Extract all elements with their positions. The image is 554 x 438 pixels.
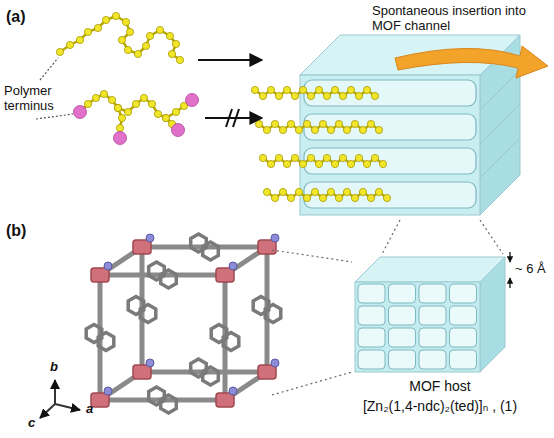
annotation: MOF host <box>340 378 540 394</box>
annotation: Spontaneous insertion into MOF channel <box>372 4 547 34</box>
polymer-chain <box>114 104 127 144</box>
size-arrow <box>509 252 510 288</box>
axes <box>40 380 80 418</box>
panel-label: (a) <box>6 8 26 26</box>
crystal-structure <box>86 234 281 413</box>
annotation: Polymer terminus <box>4 84 74 114</box>
insertion-arrow <box>395 46 548 78</box>
zoom-line <box>272 220 503 395</box>
polymer-chain <box>74 90 199 121</box>
annotation: ~ 6 Å <box>515 262 546 277</box>
axis-label: b <box>50 360 58 375</box>
mof-cube <box>355 257 505 372</box>
blocked-slash <box>226 109 239 127</box>
panel-label: (b) <box>6 222 26 240</box>
polymer-chain <box>251 86 378 99</box>
polymer-chain <box>263 188 390 201</box>
polymer-chain <box>56 12 183 63</box>
blocked-arrow <box>205 117 262 119</box>
axis-label: a <box>86 402 93 417</box>
axis-label: c <box>28 416 35 431</box>
insert-arrow <box>198 59 262 61</box>
polymer-chain <box>259 154 386 167</box>
polymer-chain <box>162 114 184 136</box>
polymer-chain <box>255 120 382 133</box>
annotation: [Zn₂(1,4-ndc)₂(ted)]ₙ , (1) <box>330 398 550 414</box>
